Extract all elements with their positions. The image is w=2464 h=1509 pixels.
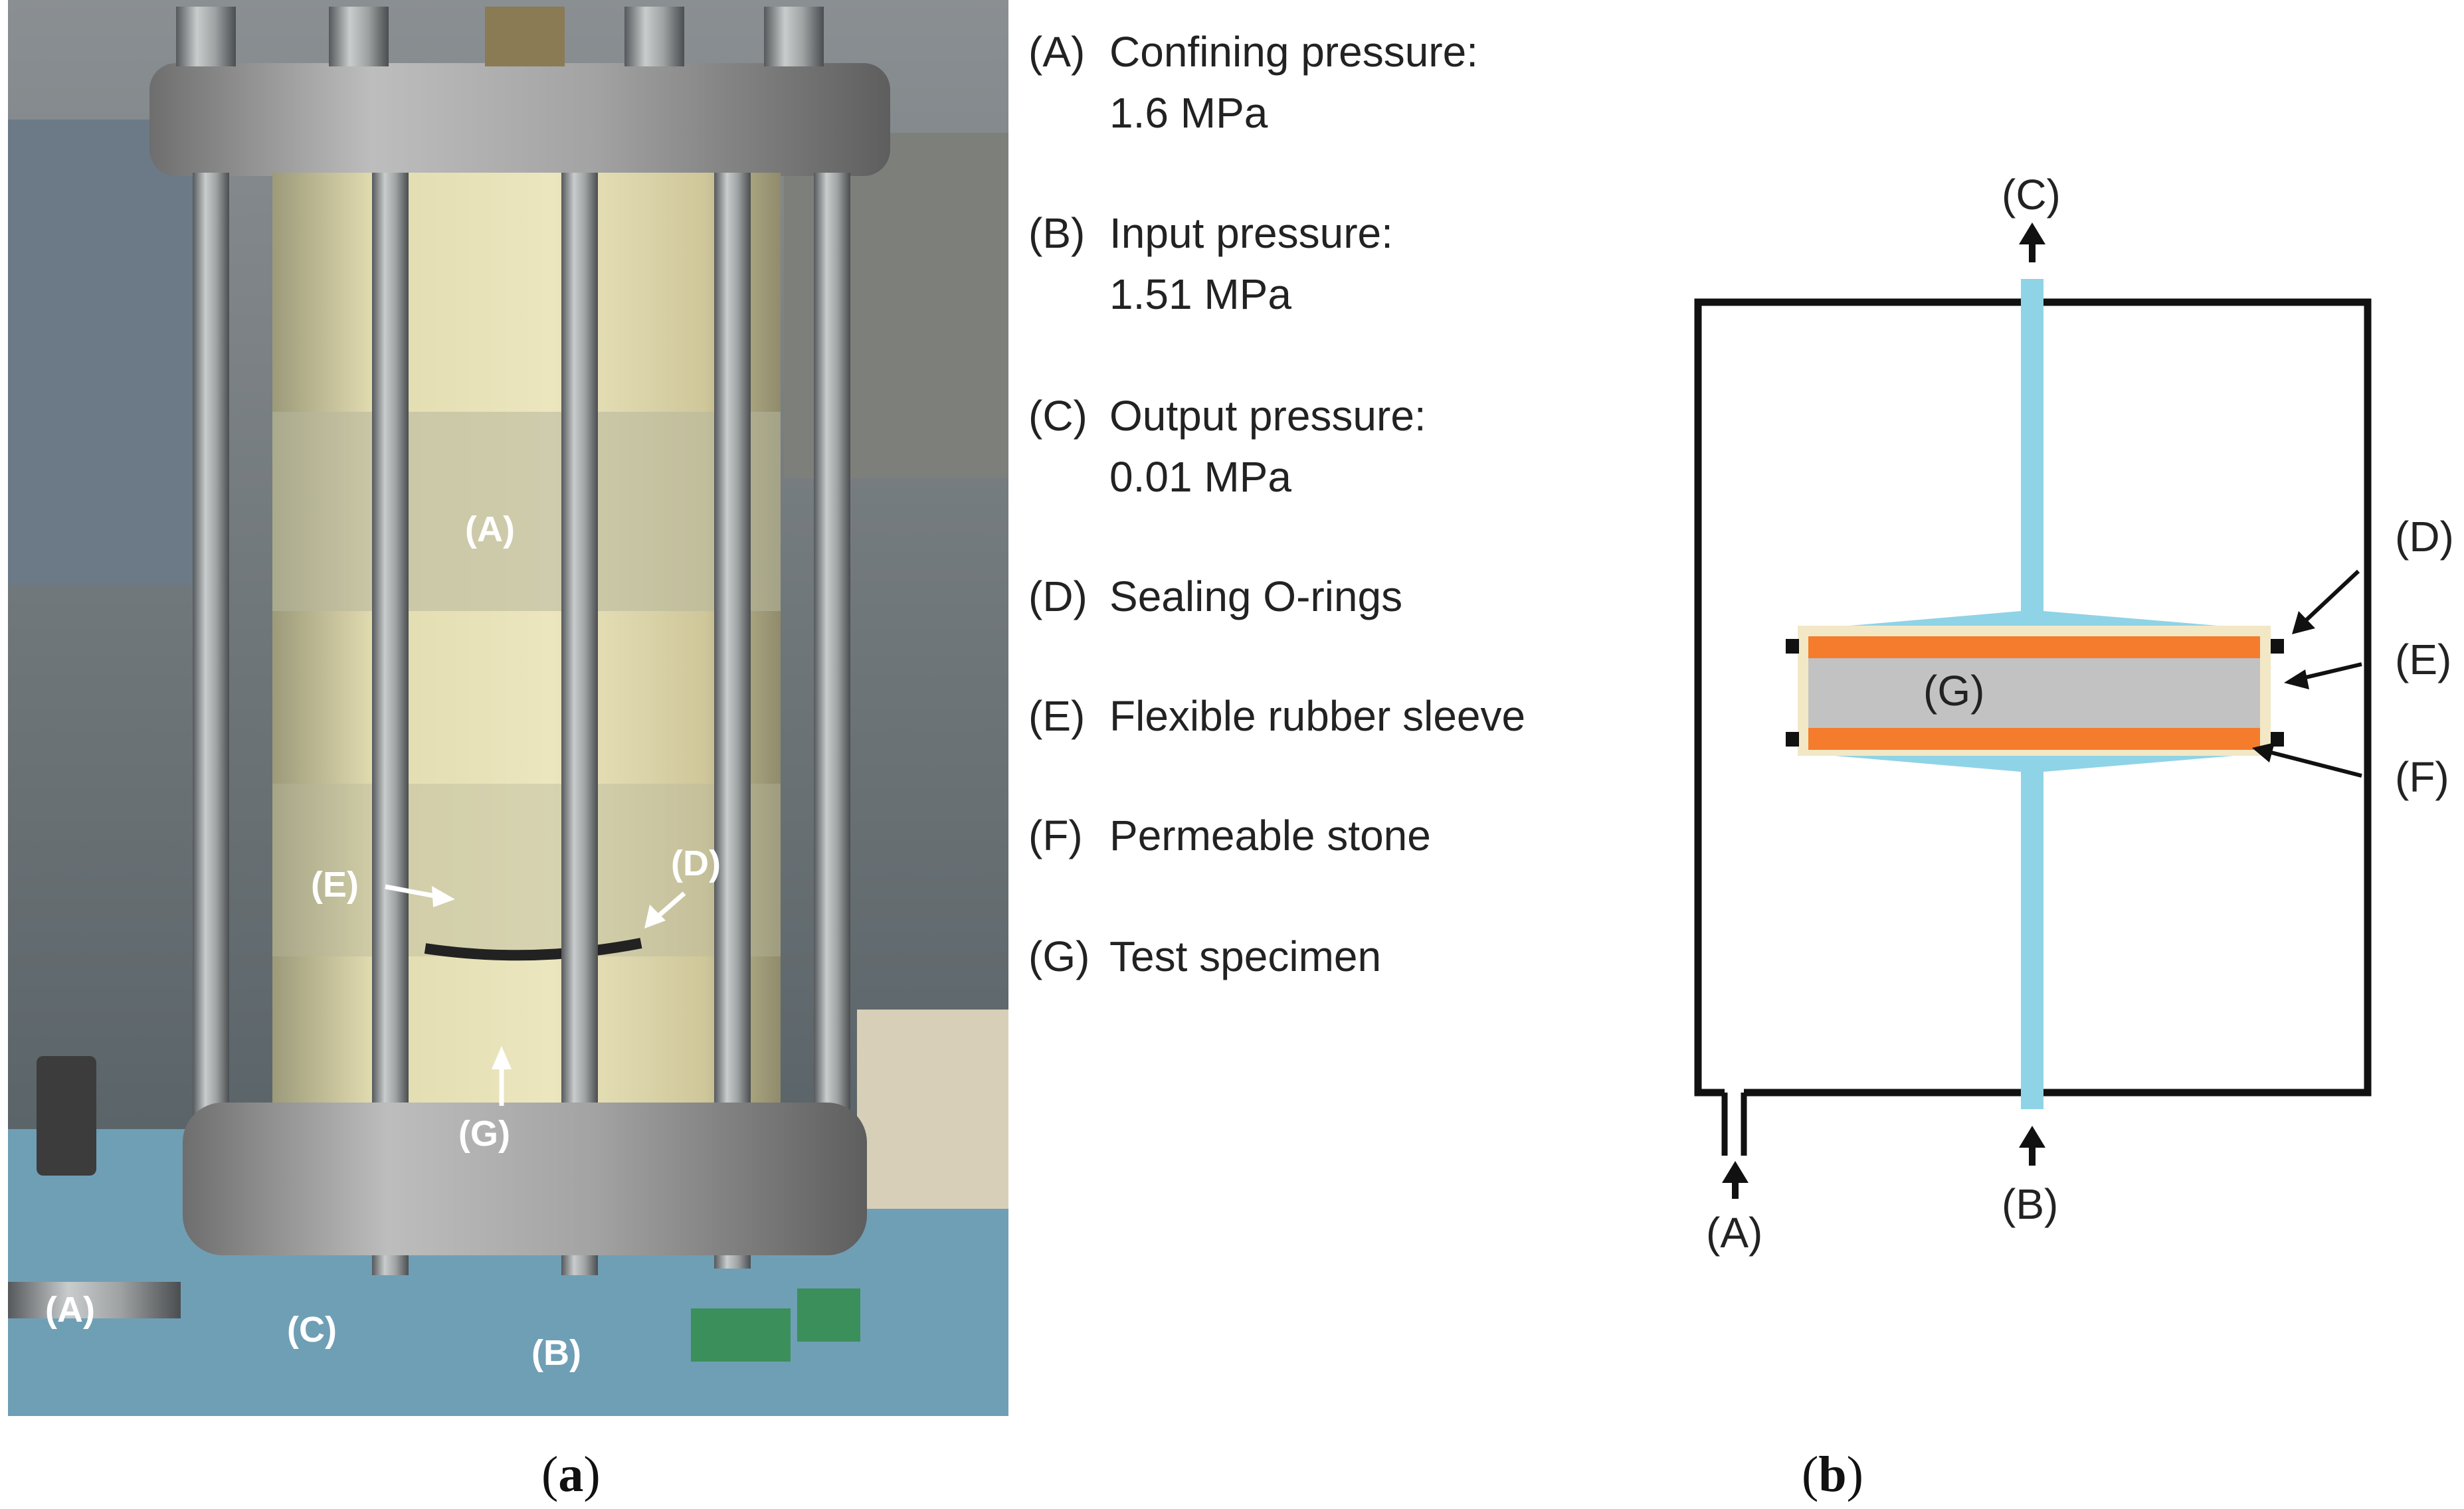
caption-a-open: (: [541, 1447, 558, 1502]
legend-c-text: Output pressure:: [1109, 392, 1426, 440]
schematic-label-e: (E): [2395, 636, 2451, 683]
schematic: (C) (B) (A) (D) (E) (F) (G): [1694, 171, 2454, 1257]
photo-base-plate: [183, 1103, 867, 1255]
legend-f-key: (F): [1028, 812, 1083, 859]
photo-rod: [372, 173, 409, 1275]
legend-b-value: 1.51 MPa: [1109, 270, 1291, 318]
schematic-arrowhead-f: [2252, 743, 2275, 762]
caption-b: (b): [1802, 1447, 1863, 1502]
photo-arrowhead-e: [432, 886, 455, 907]
schematic-arrowhead-c: [2019, 222, 2045, 244]
legend-d-text: Sealing O-rings: [1109, 573, 1402, 620]
photo-label-a-cell: (A): [465, 509, 515, 549]
schematic-o-ring: [1786, 639, 1799, 654]
photo-label-c: (C): [287, 1310, 337, 1350]
legend-f-text: Permeable stone: [1109, 812, 1431, 859]
schematic-label-d: (D): [2395, 513, 2454, 561]
photo-label-b: (B): [531, 1333, 581, 1373]
schematic-arrowhead-b: [2019, 1126, 2045, 1148]
schematic-label-a: (A): [1706, 1209, 1762, 1257]
legend-b-text: Input pressure:: [1109, 209, 1393, 257]
caption-a: (a): [541, 1447, 601, 1502]
schematic-o-ring: [2271, 639, 2284, 654]
photo-transducer: [37, 1056, 96, 1176]
caption-a-close: ): [583, 1447, 600, 1502]
photo-rod: [193, 173, 229, 1162]
schematic-arrowhead-a: [1722, 1161, 1749, 1183]
photo-arrowhead-g: [492, 1046, 512, 1069]
legend-d-key: (D): [1028, 573, 1088, 620]
caption-a-letter: a: [558, 1447, 583, 1502]
photo-bg-box: [857, 1010, 1008, 1209]
schematic-test-specimen: [1808, 658, 2260, 728]
schematic-arrow-f-line: [2268, 750, 2362, 778]
caption-b-letter: b: [1818, 1447, 1846, 1502]
photo-arrowhead-d: [644, 905, 666, 929]
photo-rod: [561, 173, 598, 1275]
schematic-arrow-e-line: [2299, 662, 2362, 681]
photo-inlet-pipe: [8, 1282, 181, 1318]
photo-top-fitting: [329, 7, 389, 66]
schematic-label-b: (B): [2002, 1180, 2058, 1228]
photo-base-label: [797, 1288, 860, 1342]
photo-label-e: (E): [311, 865, 359, 905]
photo-top-fitting: [176, 7, 236, 66]
photo-top-fitting: [485, 7, 565, 66]
legend-c-value: 0.01 MPa: [1109, 453, 1291, 501]
photo-rod: [714, 173, 751, 1269]
apparatus-photo: (A) (E) (D) (G) (A) (C) (B): [8, 0, 1008, 1416]
legend-g-key: (G): [1028, 932, 1090, 980]
schematic-label-f: (F): [2395, 753, 2449, 801]
schematic-arrow-d-line: [2303, 569, 2360, 623]
legend-b-key: (B): [1028, 209, 1085, 257]
legend: (A) Confining pressure: 1.6 MPa (B) Inpu…: [1028, 28, 1525, 980]
photo-label-a-inlet: (A): [45, 1290, 95, 1330]
photo-arrow-e: [385, 884, 439, 899]
photo-top-fitting: [764, 7, 824, 66]
schematic-o-ring: [1786, 732, 1799, 747]
caption-b-open: (: [1802, 1447, 1818, 1502]
schematic-permeable-stone-bottom: [1808, 728, 2260, 750]
photo-cell-band: [272, 412, 781, 611]
schematic-flow-channel-bottom: [2021, 764, 2043, 1109]
schematic-arrowhead-d: [2292, 611, 2315, 634]
photo-rod: [814, 173, 850, 1136]
legend-a-text: Confining pressure:: [1109, 28, 1478, 76]
legend-e-key: (E): [1028, 692, 1085, 740]
photo-bg-shelf: [8, 120, 207, 584]
legend-e-text: Flexible rubber sleeve: [1109, 692, 1525, 740]
caption-b-close: ): [1847, 1447, 1863, 1502]
schematic-permeable-stone-top: [1808, 636, 2260, 658]
photo-cell-band: [272, 784, 781, 956]
schematic-label-c: (C): [2002, 171, 2061, 219]
photo-base-label: [691, 1308, 791, 1362]
photo-arrow-d: [656, 891, 686, 919]
legend-a-key: (A): [1028, 28, 1085, 76]
photo-top-plate: [149, 63, 890, 176]
schematic-flow-channel-top: [2021, 279, 2043, 618]
schematic-label-g: (G): [1923, 667, 1984, 715]
legend-c-key: (C): [1028, 392, 1088, 440]
photo-o-ring: [424, 938, 642, 961]
photo-top-fitting: [624, 7, 684, 66]
legend-a-value: 1.6 MPa: [1109, 89, 1268, 137]
photo-cell-cylinder: [272, 173, 781, 1156]
photo-label-d: (D): [671, 843, 721, 883]
schematic-arrowhead-e: [2284, 669, 2309, 689]
schematic-cell-frame: [1694, 298, 2372, 1097]
photo-label-g: (G): [458, 1114, 510, 1154]
legend-g-text: Test specimen: [1109, 932, 1381, 980]
